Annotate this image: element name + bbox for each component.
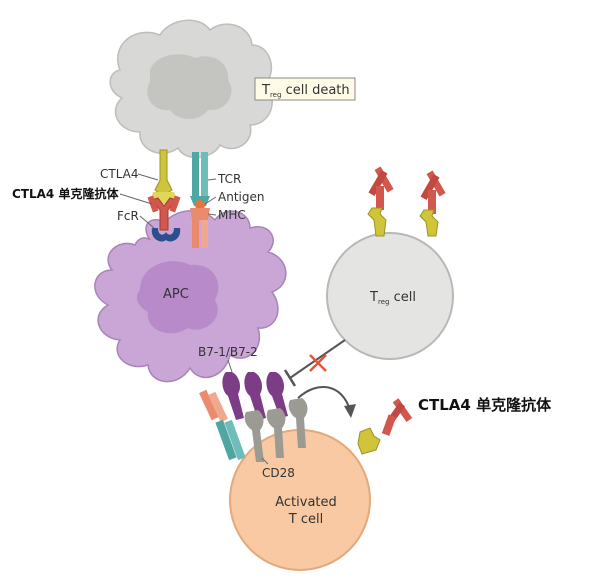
svg-text:Activated: Activated bbox=[275, 495, 337, 510]
b7-leader bbox=[227, 359, 233, 373]
activated-t-cell: Activated T cell bbox=[229, 429, 371, 571]
cd28-leader bbox=[261, 457, 269, 465]
ctla4-antibody-right bbox=[357, 398, 413, 455]
antigen-label: Antigen bbox=[218, 190, 264, 204]
mhc-label: MHC bbox=[218, 208, 246, 222]
ctla4-antibody-left-label: CTLA4 单克隆抗体 bbox=[12, 186, 119, 201]
svg-text:Treg cell death: Treg cell death bbox=[261, 83, 350, 99]
ctla4-antibody-right-label: CTLA4 单克隆抗体 bbox=[418, 396, 552, 414]
b7-label: B7-1/B7-2 bbox=[198, 345, 258, 359]
tcr-label: TCR bbox=[217, 172, 241, 186]
fcr-label: FcR bbox=[117, 209, 139, 223]
inhibition-arrow bbox=[283, 339, 346, 387]
curved-arrow bbox=[297, 386, 356, 418]
svg-text:T cell: T cell bbox=[288, 512, 323, 527]
top-receptor-labels: CTLA4 CTLA4 单克隆抗体 FcR TCR Antigen MHC bbox=[12, 167, 264, 229]
dying-treg-cell bbox=[109, 19, 273, 159]
apc-cell: APC bbox=[94, 210, 287, 383]
cd28-label: CD28 bbox=[262, 466, 295, 480]
treg-cell: Treg cell bbox=[326, 232, 454, 360]
treg-cell-death-label: Treg cell death bbox=[254, 77, 356, 101]
b7-cd28-complex bbox=[199, 372, 308, 462]
apc-label: APC bbox=[163, 287, 189, 302]
ctla4-label: CTLA4 bbox=[100, 167, 139, 181]
antibodies-on-treg bbox=[367, 166, 446, 237]
svg-text:Treg cell: Treg cell bbox=[369, 290, 416, 306]
top-receptor-complex bbox=[147, 149, 210, 248]
